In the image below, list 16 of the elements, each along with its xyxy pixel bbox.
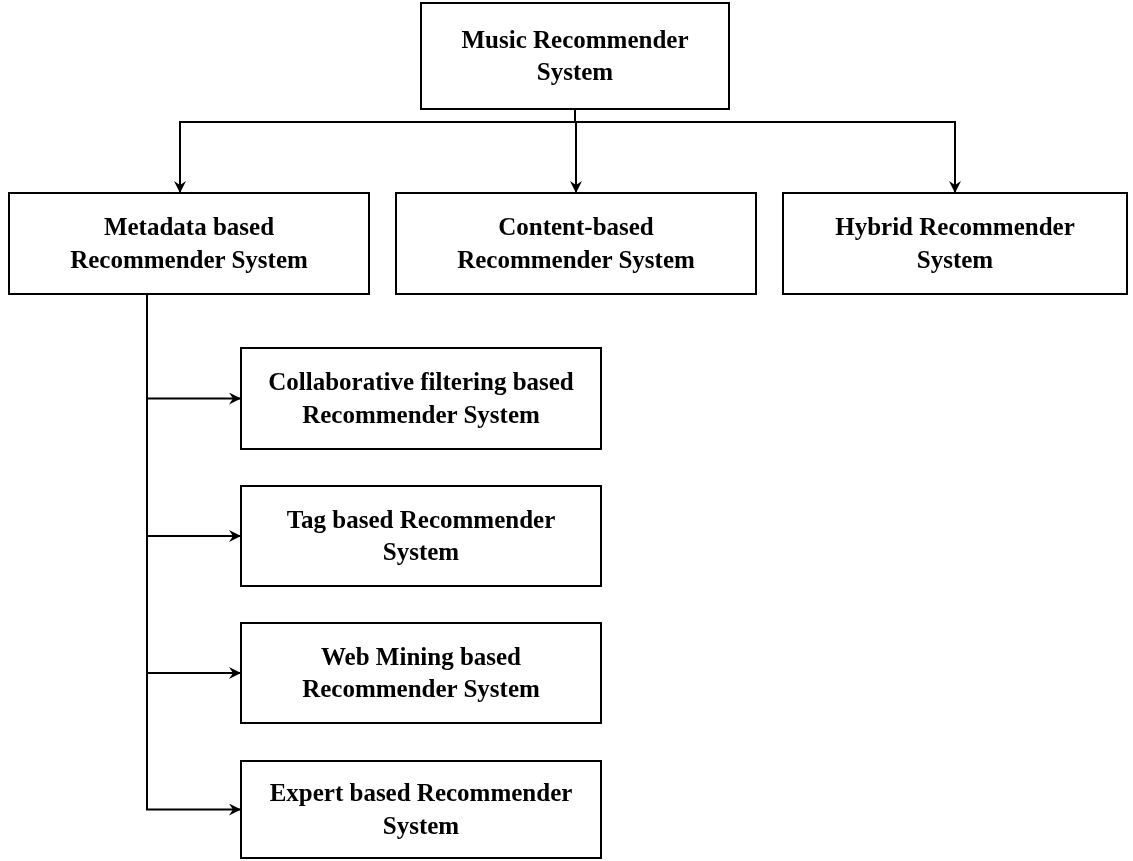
process-box	[240, 622, 602, 724]
box-label: Content-based Recommender System	[456, 212, 696, 275]
process-box	[240, 760, 602, 859]
box-label: Music Recommender System	[460, 24, 690, 87]
box-label: Web Mining based Recommender System	[301, 641, 541, 704]
process-box	[782, 192, 1128, 295]
box-label: Hybrid Recommender System	[834, 212, 1076, 275]
box-label: Metadata based Recommender System	[69, 212, 309, 275]
process-box	[240, 485, 602, 587]
box-label: Collaborative filtering based Recommender System	[267, 367, 575, 430]
box-label: Tag based Recommender System	[285, 504, 557, 567]
process-box	[240, 347, 602, 450]
process-box	[8, 192, 370, 295]
process-box	[395, 192, 757, 295]
box-label: Expert based Recommender System	[268, 778, 574, 841]
process-box	[420, 2, 730, 110]
